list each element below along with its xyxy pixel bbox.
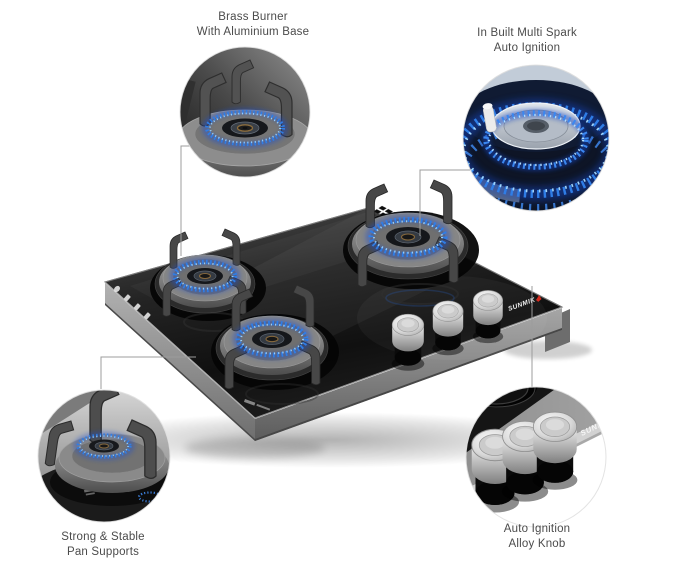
- callout-line-pan-supports: [100, 356, 196, 389]
- callout-label-line: With Aluminium Base: [196, 26, 310, 38]
- spark-electrode: [482, 103, 497, 133]
- burner-right-rear: [343, 179, 479, 307]
- certification-marks: [114, 285, 151, 320]
- callout-circle-auto-ignition: [462, 64, 610, 212]
- callout-label-line: Auto Ignition: [493, 42, 561, 54]
- callout-label-line: Pan Supports: [66, 546, 140, 558]
- callout-label-pan-supports: Strong & Stable Pan Supports: [61, 530, 145, 560]
- callout-label-line: In Built Multi Spark: [477, 27, 577, 39]
- callout-line-auto-ignition: [419, 169, 470, 236]
- callout-label-line: Brass Burner: [218, 11, 288, 23]
- callout-label-alloy-knob: Auto Ignition Alloy Knob: [504, 522, 571, 552]
- control-knob-2: [431, 300, 465, 356]
- flame-ring-right-rear: [365, 214, 451, 260]
- callout-circle-pan-supports: [37, 389, 171, 523]
- inset-flame-ring: [73, 431, 135, 461]
- burner-center-front: [211, 284, 339, 405]
- flame-ring-center-front: [232, 318, 312, 360]
- callout-circle-brass-burner: [179, 46, 311, 178]
- callout-label-auto-ignition: In Built Multi Spark Auto Ignition: [477, 26, 577, 56]
- inset-knob-3: [531, 411, 579, 491]
- control-knob-1: [391, 313, 425, 372]
- callout-circle-alloy-knob: SUNMIK: [465, 386, 607, 528]
- control-knob-3: [472, 289, 504, 344]
- flame-ring-left-rear: [169, 257, 241, 295]
- callout-label-line: Auto Ignition: [503, 523, 571, 535]
- callout-label-line: Alloy Knob: [508, 538, 566, 550]
- hob-shadow: [78, 341, 592, 468]
- brand-flame-icon: [536, 295, 542, 302]
- inset-flame-ring: [202, 108, 288, 148]
- callout-label-brass-burner: Brass Burner With Aluminium Base: [197, 10, 309, 40]
- callout-label-line: Strong & Stable: [61, 531, 145, 543]
- front-print: [243, 399, 271, 411]
